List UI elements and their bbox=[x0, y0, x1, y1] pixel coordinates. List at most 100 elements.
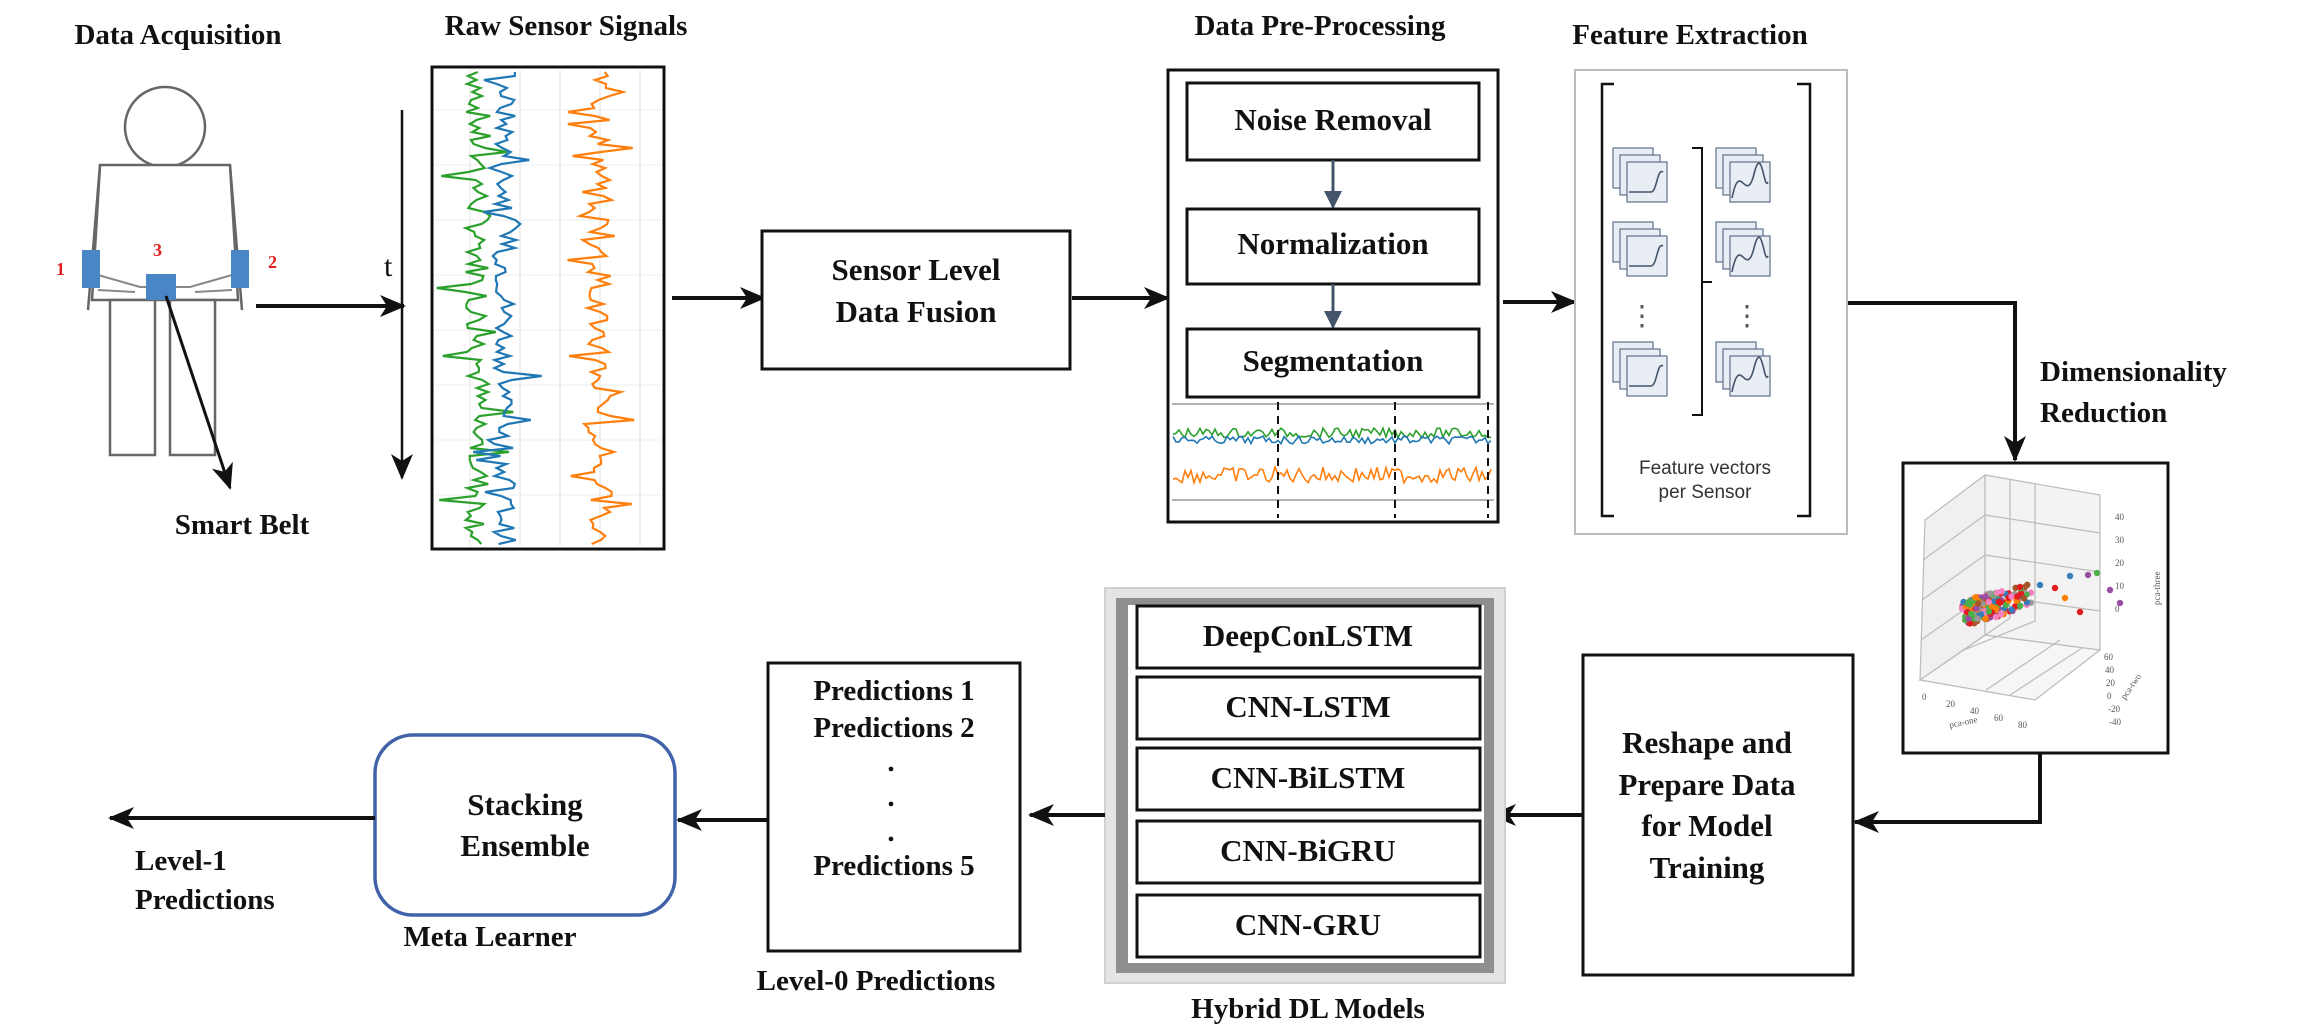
time-axis-label: t bbox=[384, 250, 393, 283]
raw-signals-section: Raw Sensor Signals t bbox=[384, 10, 687, 551]
output-line2: Predictions bbox=[135, 884, 275, 916]
pca-point bbox=[1995, 598, 2003, 605]
pca-point bbox=[1972, 594, 1979, 601]
prediction-2: Predictions 2 bbox=[813, 712, 974, 744]
model-deepconlstm-label: DeepConLSTM bbox=[1203, 618, 1413, 653]
pca-point bbox=[2066, 572, 2074, 580]
pca-y-tick: 40 bbox=[2105, 665, 2115, 675]
sensor-1-number: 1 bbox=[56, 259, 65, 279]
feature-vector-card bbox=[1729, 355, 1771, 397]
pca-point bbox=[2014, 593, 2021, 600]
pca-point bbox=[2051, 584, 2059, 592]
pca-point bbox=[1964, 600, 1972, 607]
feature-vector-card bbox=[1729, 235, 1771, 277]
pca-y-tick: 60 bbox=[2104, 652, 2114, 662]
preprocessing-title: Data Pre-Processing bbox=[1194, 10, 1446, 42]
smart-belt-pointer bbox=[164, 295, 233, 490]
pca-x-tick: 0 bbox=[1922, 692, 1927, 702]
sensor-fusion-line2: Data Fusion bbox=[835, 294, 996, 329]
pca-point bbox=[1968, 610, 1975, 618]
pca-x-tick: 80 bbox=[2018, 720, 2028, 730]
pca-point bbox=[2036, 581, 2044, 589]
pca-x-tick: 60 bbox=[1994, 713, 2004, 723]
human-figure-icon bbox=[86, 85, 244, 457]
pca-point bbox=[1991, 598, 1998, 605]
data-acquisition-section: Data Acquisition 1 2 3 Smart Belt bbox=[56, 19, 310, 541]
hybrid-models-section: DeepConLSTM CNN-LSTM CNN-BiLSTM CNN-BiGR… bbox=[1104, 587, 1506, 1025]
stacking-ensemble-section: Stacking Ensemble Meta Learner bbox=[373, 733, 677, 953]
ellipsis-left: ⋮ bbox=[1628, 301, 1656, 332]
pca-y-tick: -40 bbox=[2109, 717, 2121, 727]
pca-point bbox=[2116, 599, 2124, 607]
prediction-5: Predictions 5 bbox=[813, 850, 974, 882]
pca-y-tick: 0 bbox=[2107, 691, 2112, 701]
raw-signals-grid bbox=[435, 70, 661, 546]
hybrid-models-title: Hybrid DL Models bbox=[1191, 993, 1425, 1025]
pca-point bbox=[1985, 598, 1993, 606]
inner-bracket bbox=[1692, 147, 1712, 416]
prediction-1: Predictions 1 bbox=[813, 675, 974, 707]
prediction-dot: . bbox=[887, 746, 894, 778]
preprocessing-section: Data Pre-Processing Noise Removal Normal… bbox=[1166, 10, 1500, 524]
signal-trace-blue bbox=[473, 71, 542, 546]
pca-scatter-points bbox=[1958, 569, 2124, 627]
pca-point bbox=[1993, 589, 2001, 596]
pca-point bbox=[2017, 602, 2024, 609]
feature-vector-card bbox=[1626, 235, 1668, 277]
ellipsis-right: ⋮ bbox=[1733, 301, 1761, 332]
feature-curve bbox=[1731, 162, 1769, 199]
pca-z-tick: 40 bbox=[2115, 512, 2125, 522]
sensor-3-number: 3 bbox=[153, 240, 162, 260]
feature-extraction-panel bbox=[1574, 69, 1848, 535]
pca-point bbox=[2076, 608, 2084, 616]
pca-point bbox=[1985, 608, 1993, 615]
feature-extraction-title: Feature Extraction bbox=[1572, 19, 1807, 51]
feature-curve bbox=[1629, 170, 1664, 193]
sensor-fusion-box: Sensor Level Data Fusion bbox=[760, 229, 1072, 371]
sensor-2-number: 2 bbox=[268, 252, 277, 272]
sensor-fusion-line1: Sensor Level bbox=[831, 252, 1000, 287]
dimreduction-label-line2: Reduction bbox=[2040, 397, 2167, 429]
signal-trace-green bbox=[436, 70, 514, 545]
model-cnn-bigru: CNN-BiGRU bbox=[1135, 819, 1482, 885]
prediction-dot: . bbox=[887, 816, 894, 848]
feature-vector-stacks bbox=[1612, 147, 1771, 397]
arrow-dimreduction-to-reshape bbox=[1853, 753, 2042, 833]
right-bracket bbox=[1797, 82, 1812, 518]
pca-point bbox=[1992, 613, 2000, 621]
pca-point bbox=[2008, 606, 2015, 613]
output-line1: Level-1 bbox=[135, 845, 227, 877]
feature-curve bbox=[1731, 236, 1769, 273]
pca-point bbox=[1965, 615, 1972, 622]
pca-x-tick: 20 bbox=[1946, 699, 1956, 709]
reshape-box: Reshape and Prepare Data for Model Train… bbox=[1581, 653, 1855, 977]
level0-box bbox=[766, 661, 1022, 953]
pca-3d-axes bbox=[1918, 473, 2102, 701]
step-segmentation: Segmentation bbox=[1185, 327, 1481, 399]
feature-vector-card bbox=[1729, 161, 1771, 203]
pca-point bbox=[1977, 611, 1985, 618]
pca-z-axis-label: pca-three bbox=[2152, 572, 2162, 605]
reshape-line1: Reshape and bbox=[1622, 725, 1792, 760]
reshape-line2: Prepare Data bbox=[1618, 767, 1796, 802]
feature-vector-card bbox=[1626, 161, 1668, 203]
signal-trace-orange bbox=[567, 71, 635, 546]
prediction-dot: . bbox=[887, 781, 894, 813]
meta-learner-caption: Meta Learner bbox=[403, 921, 576, 953]
smart-belt-label: Smart Belt bbox=[175, 509, 310, 541]
reshape-line4: Training bbox=[1650, 850, 1765, 885]
arrow-features-to-dimreduction bbox=[1848, 301, 2026, 462]
dimreduction-label-line1: Dimensionality bbox=[2040, 356, 2227, 388]
feature-vector-card bbox=[1626, 355, 1668, 397]
pca-point bbox=[1974, 615, 1981, 622]
pca-point bbox=[1982, 615, 1989, 622]
pca-y-tick: 20 bbox=[2106, 678, 2116, 688]
feature-curve bbox=[1629, 364, 1664, 387]
level0-predictions-section: Predictions 1 Predictions 2 . . . Predic… bbox=[757, 661, 1022, 997]
reshape-line3: for Model bbox=[1641, 808, 1773, 843]
